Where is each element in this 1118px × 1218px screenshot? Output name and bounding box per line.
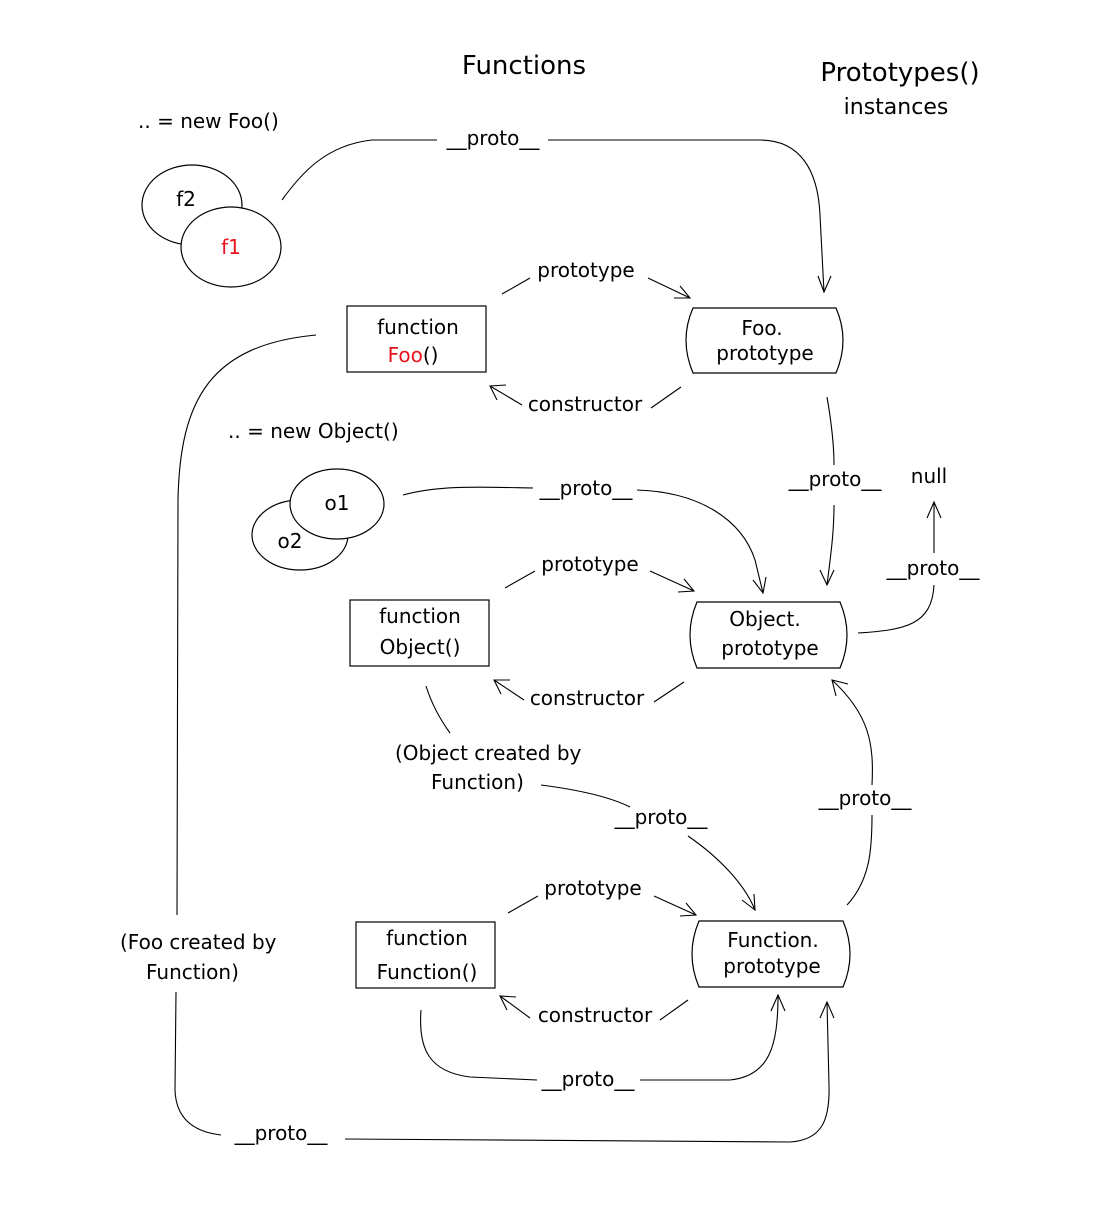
edge-foo-fn-proto: __proto__ xyxy=(174,334,835,1145)
null-node: null xyxy=(911,464,947,488)
object-created-note-line1: (Object created by xyxy=(395,741,582,765)
foo-prototype-line1: Foo. xyxy=(741,316,782,340)
edge-function-constructor: constructor xyxy=(499,995,689,1027)
new-foo-note: .. = new Foo() xyxy=(138,109,279,133)
function-foo-name: Foo xyxy=(388,343,423,367)
label-o1-proto: __proto__ xyxy=(539,476,634,500)
foo-created-note-line1: (Foo created by xyxy=(120,930,277,954)
foo-created-note-line2: Function) xyxy=(146,960,239,984)
function-foo-box: function Foo() xyxy=(346,305,487,373)
edge-foo-constructor: constructor xyxy=(489,384,682,416)
function-prototype-line2: prototype xyxy=(723,954,820,978)
edge-object-constructor: constructor xyxy=(493,679,685,710)
o2-label: o2 xyxy=(278,529,303,553)
label-function-prototype: prototype xyxy=(544,876,641,900)
o1-label: o1 xyxy=(325,491,350,515)
label-object-fn-proto: __proto__ xyxy=(614,805,709,829)
function-function-box: function Function() xyxy=(355,921,496,989)
function-foo-line1: function xyxy=(377,315,459,339)
function-foo-parens: () xyxy=(423,343,439,367)
label-foo-constructor: constructor xyxy=(528,392,643,416)
f1-label: f1 xyxy=(221,235,241,259)
prototypes-heading: Prototypes() xyxy=(820,58,979,88)
object-prototype-box: Object. prototype xyxy=(689,601,848,669)
edge-function-prototype: prototype xyxy=(507,876,698,917)
label-foo-fn-proto: __proto__ xyxy=(234,1121,329,1145)
label-fooproto-proto: __proto__ xyxy=(788,467,883,491)
object-prototype-line1: Object. xyxy=(729,607,801,631)
label-f1-proto: __proto__ xyxy=(446,126,541,150)
edge-fooproto-proto: __proto__ xyxy=(788,396,883,587)
function-function-line2: Function() xyxy=(377,960,478,984)
label-object-prototype: prototype xyxy=(541,552,638,576)
edge-function-fn-proto: __proto__ xyxy=(420,993,786,1091)
label-objectproto-proto: __proto__ xyxy=(886,556,981,580)
foo-prototype-line2: prototype xyxy=(716,341,813,365)
function-object-box: function Object() xyxy=(349,599,490,667)
edge-o1-proto: __proto__ xyxy=(402,476,767,595)
function-prototype-line1: Function. xyxy=(727,928,818,952)
object-created-note-line2: Function) xyxy=(431,770,524,794)
foo-prototype-box: Foo. prototype xyxy=(685,307,844,374)
function-object-line1: function xyxy=(379,604,461,628)
instances-heading: instances xyxy=(844,95,949,120)
edge-foo-prototype: prototype xyxy=(501,258,692,299)
label-foo-prototype: prototype xyxy=(537,258,634,282)
function-object-line2: Object() xyxy=(380,635,461,659)
f2-label: f2 xyxy=(176,187,196,211)
label-functionproto-proto: __proto__ xyxy=(818,786,913,810)
label-function-fn-proto: __proto__ xyxy=(541,1067,636,1091)
label-function-constructor: constructor xyxy=(538,1003,653,1027)
edge-f1-proto: __proto__ xyxy=(281,126,832,294)
label-object-constructor: constructor xyxy=(530,686,645,710)
function-prototype-box: Function. prototype xyxy=(691,920,851,988)
edge-object-fn-proto: __proto__ xyxy=(425,685,756,912)
functions-heading: Functions xyxy=(462,51,586,81)
function-function-line1: function xyxy=(386,926,468,950)
edge-objectproto-proto: __proto__ xyxy=(857,500,981,634)
edge-functionproto-proto: __proto__ xyxy=(818,679,913,906)
function-foo-line2: Foo() xyxy=(388,343,439,367)
f1-node: f1 xyxy=(180,206,282,288)
o1-node: o1 xyxy=(289,468,385,540)
object-prototype-line2: prototype xyxy=(721,636,818,660)
new-object-note: .. = new Object() xyxy=(228,419,399,443)
edge-object-prototype: prototype xyxy=(504,552,696,593)
